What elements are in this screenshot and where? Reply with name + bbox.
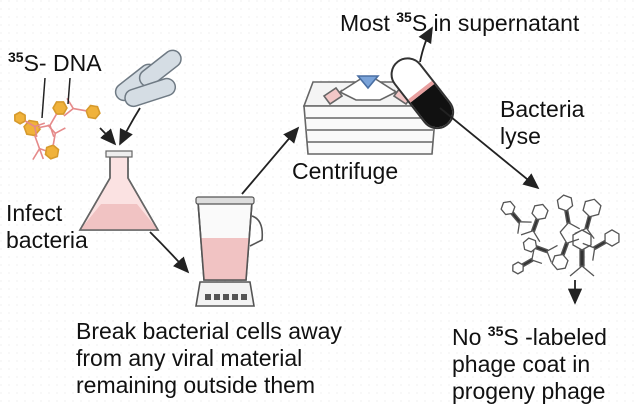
labeled-phage-group bbox=[13, 97, 101, 161]
arrow-bacteria-to-flask bbox=[119, 107, 141, 146]
centrifuge-tube-icon bbox=[390, 57, 455, 130]
progeny-phage-group bbox=[500, 194, 620, 277]
arrow-to-supernatant bbox=[418, 26, 433, 63]
flask-icon bbox=[78, 150, 160, 231]
label-line: from any viral material bbox=[76, 345, 303, 371]
label-centrifuge: Centrifuge bbox=[292, 158, 399, 184]
label-infect-bacteria: Infect bacteria bbox=[6, 200, 88, 254]
label-pointer-line bbox=[41, 77, 46, 119]
label-line: Bacteria bbox=[500, 96, 585, 122]
label-labeled-dna: 35S- DNA bbox=[8, 44, 102, 77]
arrow-phage-to-flask bbox=[99, 127, 117, 146]
arrow-flask-to-blender bbox=[149, 231, 190, 274]
phage-icon bbox=[522, 237, 558, 263]
label-superscript: 35 bbox=[487, 323, 504, 339]
label-prefix: Most bbox=[340, 10, 397, 36]
phage-icon bbox=[551, 231, 580, 271]
label-line: Break bacterial cells away bbox=[76, 318, 342, 344]
phage-icon bbox=[556, 194, 581, 233]
label-text: S- DNA bbox=[23, 50, 102, 76]
label-line: bacteria bbox=[6, 227, 88, 253]
label-pointer-line bbox=[67, 77, 71, 105]
phage-icon bbox=[13, 111, 46, 138]
label-line: remaining outside them bbox=[76, 372, 316, 398]
blender-icon bbox=[195, 196, 264, 307]
label-prefix: No bbox=[452, 324, 488, 350]
label-line: lyse bbox=[500, 123, 541, 149]
label-bacteria-lyse: Bacteria lyse bbox=[500, 96, 584, 150]
label-superscript: 35 bbox=[396, 9, 412, 25]
phage-icon bbox=[520, 203, 549, 243]
arrow-blender-to-centrifuge bbox=[241, 126, 300, 195]
label-text: S in supernatant bbox=[411, 10, 580, 36]
phage-icon bbox=[512, 249, 543, 275]
phage-icon bbox=[63, 97, 101, 120]
phage-icon bbox=[574, 198, 602, 239]
phage-icon bbox=[500, 200, 532, 234]
label-progeny-phage: No 35S -labeled phage coat in progeny ph… bbox=[452, 318, 607, 405]
label-line: Infect bbox=[6, 200, 63, 226]
phage-icon bbox=[44, 124, 66, 160]
label-line: phage coat in bbox=[452, 351, 591, 377]
bacteria-group bbox=[114, 49, 182, 108]
phage-icon bbox=[582, 229, 620, 261]
label-text: S -labeled bbox=[503, 324, 607, 350]
label-supernatant: Most 35S in supernatant bbox=[340, 4, 579, 37]
label-line: No 35S -labeled bbox=[452, 318, 607, 351]
arrow-to-lysed-bacteria bbox=[439, 107, 540, 190]
label-line: progeny phage bbox=[452, 378, 606, 404]
label-break-cells: Break bacterial cells away from any vira… bbox=[76, 318, 342, 399]
label-superscript: 35 bbox=[8, 49, 24, 65]
